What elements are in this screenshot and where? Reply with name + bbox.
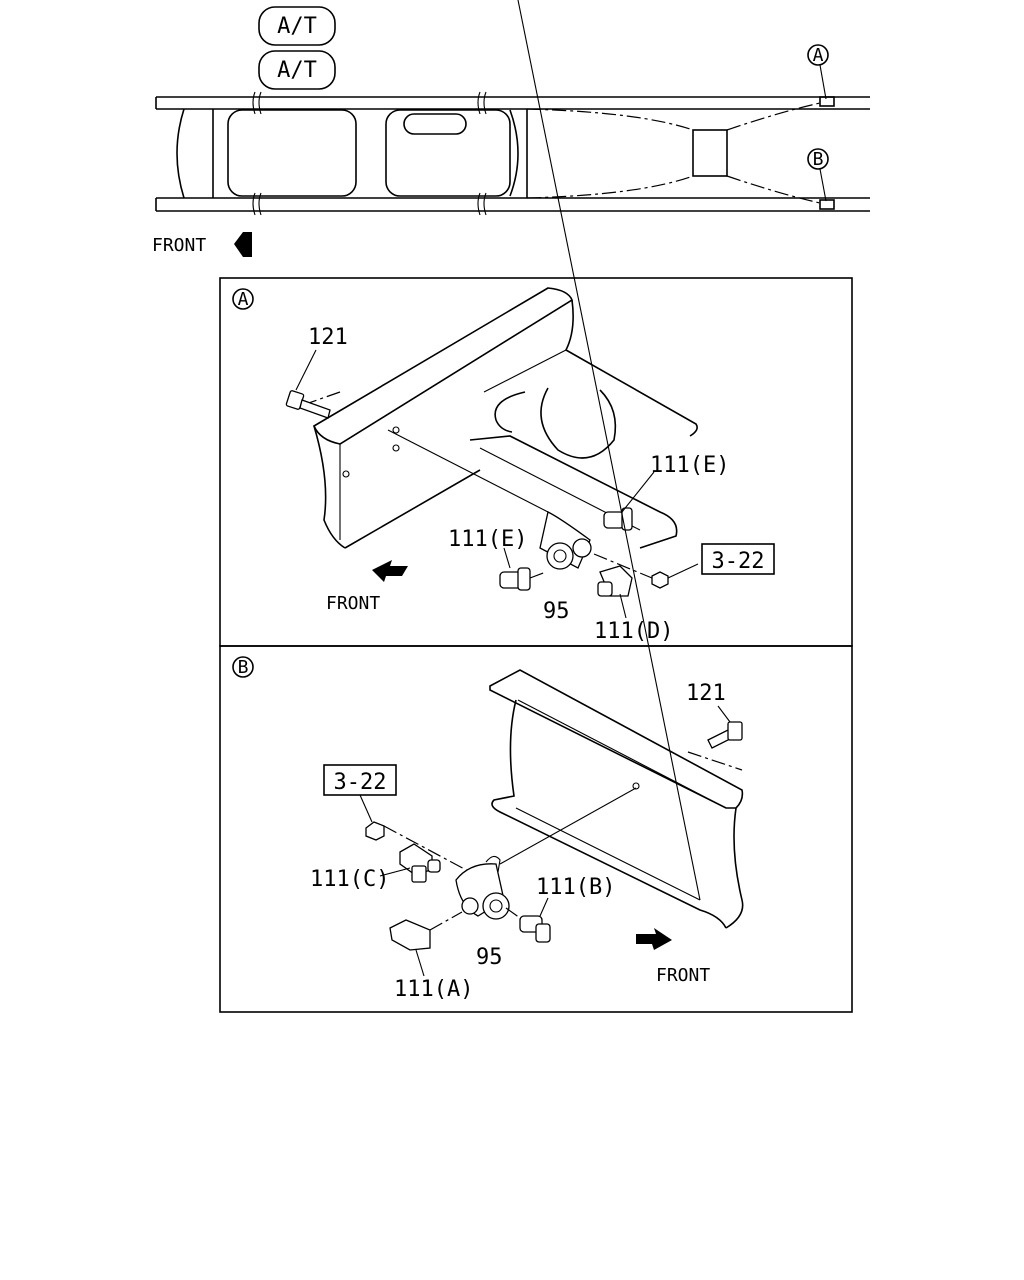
at-tag-1-label: A/T (277, 14, 317, 39)
label-95-a: 95 (543, 599, 570, 624)
bolt-121-a[interactable] (285, 349, 331, 419)
callout-a[interactable]: A (807, 44, 835, 107)
frame-member-a (299, 287, 698, 549)
connector-95-a[interactable] (539, 511, 592, 570)
connector-95-b[interactable] (455, 855, 510, 920)
fitting-111e-lower[interactable] (499, 547, 547, 591)
label-111a: 111(A) (394, 977, 473, 1002)
detail-b-id: B (238, 657, 249, 678)
front-label-top: FRONT (152, 235, 206, 256)
fitting-111e-upper[interactable] (603, 471, 655, 531)
fitting-111c[interactable] (379, 843, 441, 883)
ref-box-a[interactable] (701, 543, 775, 575)
bolt-121-b[interactable] (707, 705, 743, 749)
at-tag-1[interactable]: A/T (258, 6, 336, 46)
label-121-a: 121 (308, 325, 348, 350)
detail-a-id: A (238, 289, 249, 310)
fitting-111b[interactable] (505, 897, 551, 943)
frame-rails (155, 91, 870, 216)
chassis-overview: A/T A/T (152, 6, 870, 257)
label-121-b: 121 (686, 681, 726, 706)
label-111e-lower: 111(E) (448, 527, 527, 552)
frame-member-b (489, 0, 744, 929)
fitting-111a[interactable] (389, 911, 463, 977)
nut-a[interactable] (593, 553, 699, 589)
label-ref-b: 3-22 (334, 770, 387, 795)
label-ref-a: 3-22 (712, 549, 765, 574)
at-tag-2[interactable]: A/T (258, 50, 336, 90)
nut-b[interactable] (359, 794, 471, 873)
label-111c: 111(C) (310, 867, 389, 892)
at-tag-2-label: A/T (277, 58, 317, 83)
front-arrow-icon (234, 232, 252, 257)
front-arrow-a-icon (372, 560, 408, 582)
fitting-111d[interactable] (597, 565, 633, 619)
front-label-b: FRONT (656, 965, 710, 986)
front-arrow-b-icon (636, 928, 672, 950)
label-111b: 111(B) (536, 875, 615, 900)
callout-a-label: A (813, 45, 824, 66)
detail-a-panel: A 121 (219, 277, 853, 647)
front-label-a: FRONT (326, 593, 380, 614)
label-111e-upper: 111(E) (650, 453, 729, 478)
cross-members (176, 102, 821, 204)
detail-b-panel: B 121 3-22 (219, 0, 853, 1013)
callout-b[interactable]: B (807, 148, 835, 210)
callout-b-label: B (813, 149, 824, 170)
label-95-b: 95 (476, 945, 503, 970)
label-111d: 111(D) (594, 619, 673, 644)
